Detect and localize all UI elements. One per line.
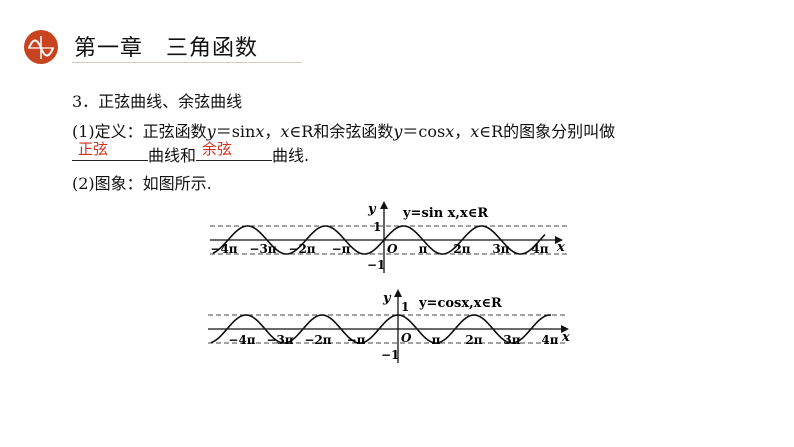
def-sep2: ， — [454, 122, 471, 141]
x-tick-label: −π — [332, 242, 351, 256]
section-heading: 3．正弦曲线、余弦曲线 — [72, 92, 243, 111]
header: 第一章 三角函数 — [0, 0, 794, 64]
def-var-x3: x — [445, 122, 455, 141]
end-text: 曲线. — [272, 146, 310, 165]
cosine-curve — [210, 314, 552, 344]
x-tick-label: 4π — [531, 242, 548, 256]
cosine-caption: y=cosx,x∈R — [418, 296, 502, 311]
def-in1: ∈R和余弦函数 — [289, 122, 394, 141]
sine-curve — [212, 225, 546, 255]
sine-wave-logo-icon — [24, 30, 58, 64]
x-tick-label: 3π — [503, 333, 520, 347]
x-tick-label: −3π — [266, 333, 293, 347]
answer-cosine: 余弦 — [202, 140, 233, 158]
def-sep1: ， — [264, 122, 281, 141]
cosine-graph: y x y=cosx,x∈R 1 −1 O −4π −3π −2π −π π 2π 3π 4π — [208, 289, 570, 363]
def-var-x4: x — [470, 122, 480, 141]
def-in2: ∈R的图象分别叫做 — [479, 122, 616, 141]
answer-sine: 正弦 — [78, 140, 109, 158]
x-tick-label: 2π — [465, 333, 482, 347]
fill-in-line: 正弦 曲线和余弦 曲线. — [72, 140, 310, 166]
mid-text: 曲线和 — [148, 146, 197, 165]
x-tick-label: π — [419, 242, 428, 256]
header-divider — [72, 62, 302, 63]
x-tick-label: −4π — [210, 242, 237, 256]
sine-x-axis-label: x — [556, 240, 565, 255]
def-var-x1: x — [255, 122, 265, 141]
graph-label: (2)图象：如图所示. — [72, 174, 212, 193]
cosine-x-axis-label: x — [561, 330, 570, 345]
cosine-y-axis-label: y — [382, 291, 392, 306]
sine-origin-label: O — [387, 242, 398, 256]
sine-y-axis-arrow — [380, 201, 388, 209]
x-tick-label: −π — [347, 333, 366, 347]
def-var-x2: x — [280, 122, 290, 141]
x-tick-label: 4π — [541, 333, 558, 347]
cosine-tick-neg1: −1 — [381, 348, 399, 362]
sine-tick-1: 1 — [373, 220, 381, 234]
chapter-title: 第一章 三角函数 — [74, 36, 259, 61]
cosine-y-axis-arrow — [394, 289, 402, 297]
sine-x-axis-arrow — [555, 236, 563, 244]
cosine-tick-1: 1 — [401, 300, 409, 314]
def-var-y2: y — [393, 122, 403, 141]
x-tick-label: −2π — [304, 333, 331, 347]
sine-caption: y=sin x,x∈R — [402, 206, 488, 221]
def-eq-cos: ＝cos — [402, 122, 446, 141]
x-tick-label: −3π — [249, 242, 276, 256]
sine-graph: y x y=sin x,x∈R 1 −1 O −4π −3π −2π −π π 2π 3π 4… — [210, 201, 570, 273]
def-eq-sin: ＝sin — [215, 122, 256, 141]
x-tick-label: −4π — [228, 333, 255, 347]
sine-x-tick-labels: −4π −3π −2π −π π 2π 3π 4π — [210, 242, 548, 256]
x-tick-label: 2π — [453, 242, 470, 256]
cosine-origin-label: O — [401, 331, 412, 345]
sine-tick-neg1: −1 — [367, 258, 385, 272]
x-tick-label: π — [432, 333, 441, 347]
x-tick-label: 3π — [492, 242, 509, 256]
answer-blank-sine[interactable]: 正弦 — [72, 140, 148, 161]
answer-blank-cosine[interactable]: 余弦 — [196, 140, 273, 161]
x-tick-label: −2π — [288, 242, 315, 256]
def-var-y1: y — [206, 122, 216, 141]
sine-y-axis-label: y — [367, 202, 377, 217]
definition-line: (1)定义：正弦函数y＝sinx，x∈R和余弦函数y＝cosx，x∈R的图象分别… — [72, 118, 615, 142]
definition-label: (1)定义：正弦函数 — [72, 122, 207, 141]
cosine-x-tick-labels: −4π −3π −2π −π π 2π 3π 4π — [228, 333, 558, 347]
cosine-x-axis-arrow — [561, 325, 569, 333]
